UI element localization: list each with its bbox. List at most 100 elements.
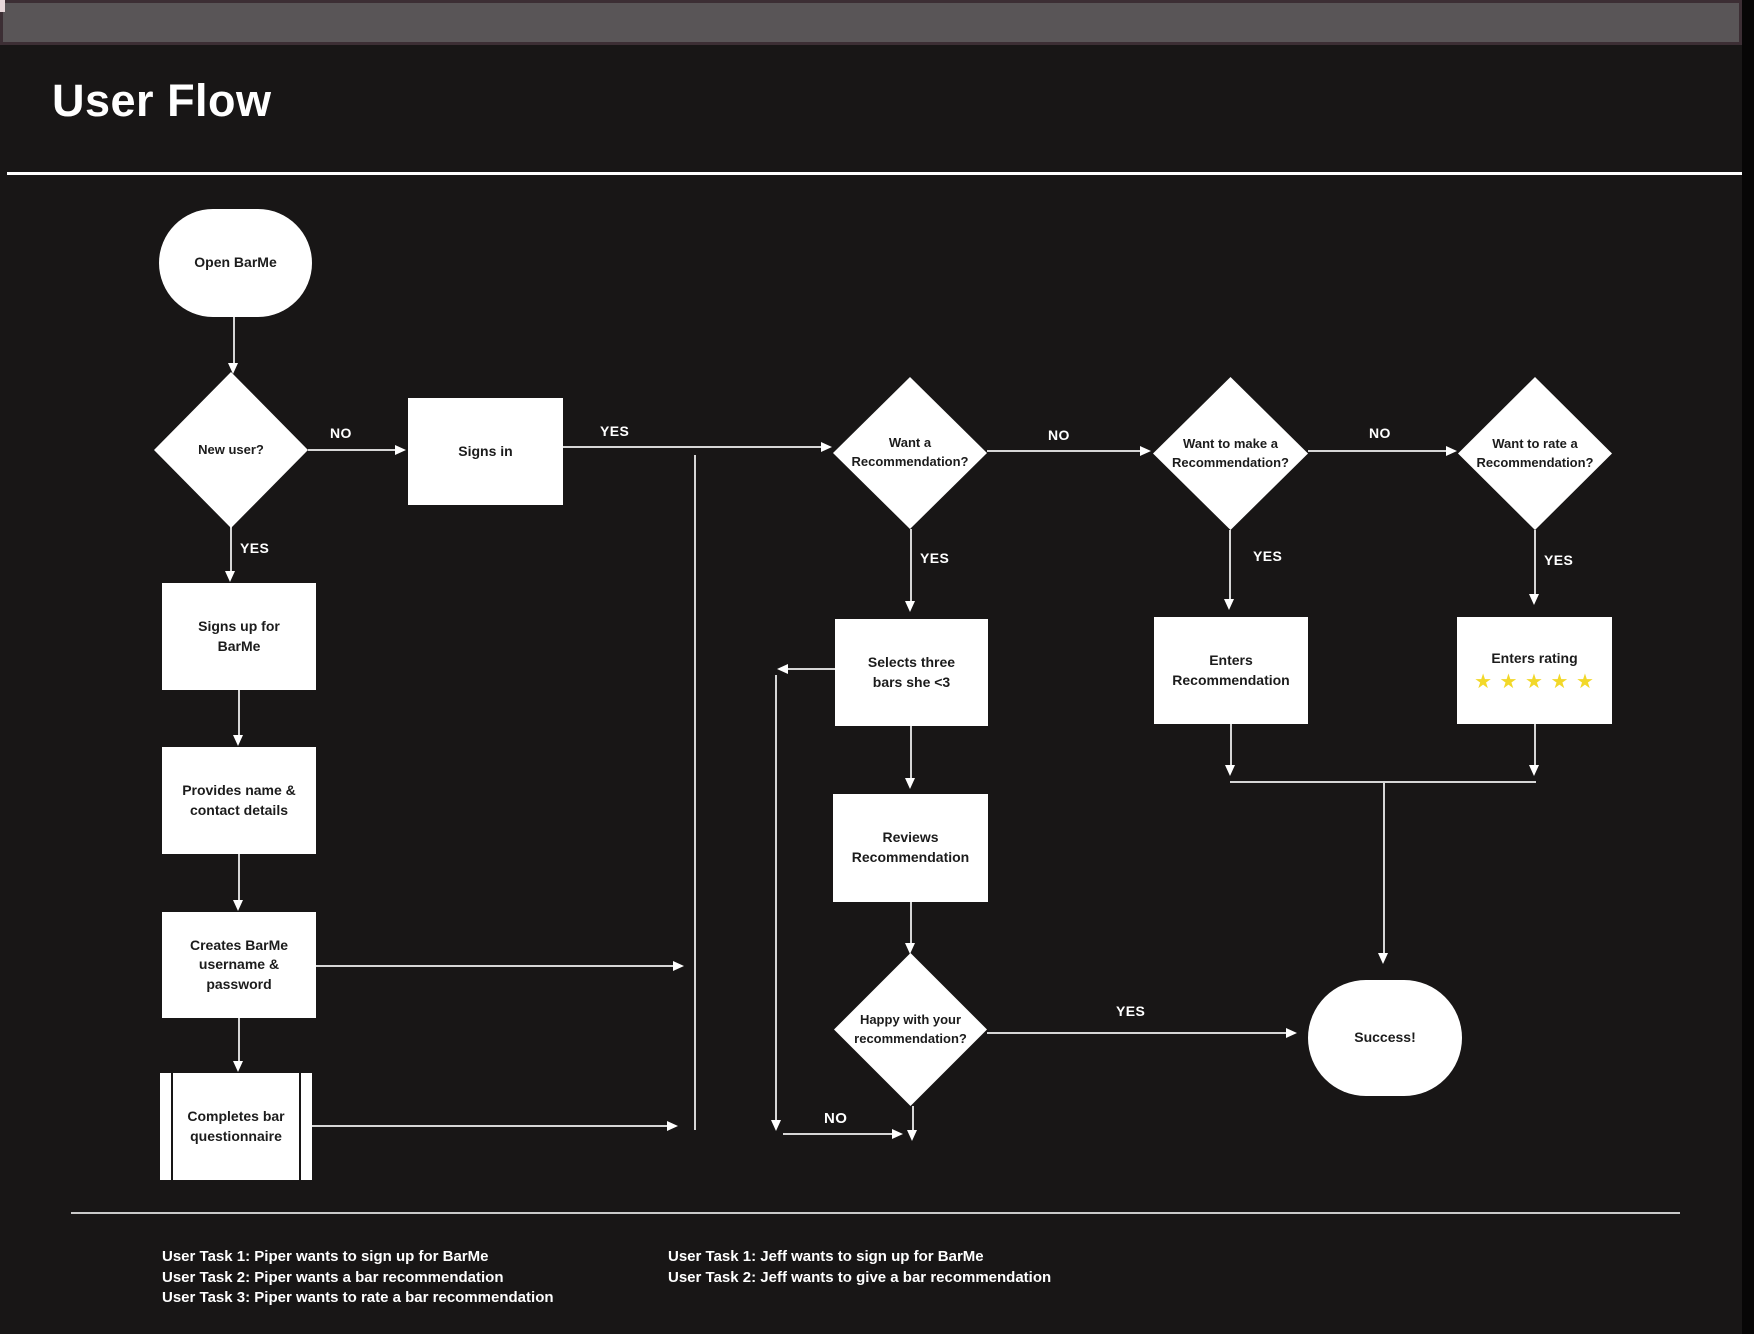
flow-connector	[783, 1133, 893, 1135]
node-completes-questionnaire: Completes bar questionnaire	[160, 1073, 312, 1180]
node-label: Selects three bars she <3	[867, 653, 956, 690]
footer-tasks-jeff: User Task 1: Jeff wants to sign up for B…	[668, 1247, 1051, 1288]
node-selects-bars: Selects three bars she <3	[835, 619, 988, 726]
flow-connector	[987, 1032, 1287, 1034]
corner-sliver	[0, 0, 5, 12]
edge-label-yes: YES	[240, 540, 270, 556]
five-star-rating-icon: ★ ★ ★ ★ ★	[1474, 670, 1595, 693]
node-signs-up: Signs up for BarMe	[162, 583, 316, 690]
flow-connector	[1534, 530, 1536, 596]
window-title-bar-fill	[3, 3, 1739, 42]
arrow-head	[673, 961, 684, 971]
node-label: Happy with your recommendation?	[854, 1011, 967, 1046]
arrow-head	[233, 1061, 243, 1072]
flow-connector	[1383, 783, 1385, 955]
arrow-head	[771, 1120, 781, 1131]
arrow-head	[821, 442, 832, 452]
flow-connector	[694, 455, 696, 1130]
footer-tasks-piper: User Task 1: Piper wants to sign up for …	[162, 1247, 554, 1309]
arrow-head	[1378, 953, 1388, 964]
flow-connector	[788, 668, 835, 670]
node-label: Success!	[1354, 1029, 1416, 1046]
node-label: Completes bar questionnaire	[187, 1107, 285, 1144]
node-label: Want to make a Recommendation?	[1171, 435, 1289, 470]
flow-connector	[775, 675, 777, 1122]
node-label: Signs up for BarMe	[198, 617, 280, 654]
node-want-rate-recommendation-decision: Want to rate a Recommendation?	[1458, 377, 1612, 530]
flow-connector	[238, 690, 240, 737]
flow-connector	[1308, 450, 1447, 452]
flow-connector	[230, 527, 232, 573]
node-enters-recommendation: Enters Recommendation	[1154, 617, 1308, 724]
predefined-process-line	[171, 1073, 173, 1180]
arrow-head	[667, 1121, 678, 1131]
node-success: Success!	[1308, 980, 1462, 1096]
task-line: User Task 3: Piper wants to rate a bar r…	[162, 1289, 554, 1306]
edge-label-no: NO	[824, 1110, 848, 1127]
arrow-head	[777, 664, 788, 674]
node-label: Open BarMe	[194, 254, 277, 271]
node-reviews-recommendation: Reviews Recommendation	[833, 794, 988, 902]
node-label: Provides name & contact details	[182, 781, 296, 818]
flow-connector	[910, 529, 912, 603]
arrow-head	[1225, 765, 1235, 776]
node-label: Enters rating	[1491, 650, 1578, 667]
flow-connector	[1230, 724, 1232, 767]
footer-divider	[71, 1212, 1680, 1214]
edge-label-yes: YES	[1544, 552, 1574, 568]
flow-connector	[563, 446, 822, 448]
flow-connector	[316, 965, 674, 967]
arrow-head	[1224, 599, 1234, 610]
node-label: Reviews Recommendation	[851, 829, 970, 865]
task-line: User Task 2: Piper wants a bar recommend…	[162, 1268, 504, 1286]
flow-connector	[238, 854, 240, 902]
edge-label-yes: YES	[1253, 548, 1283, 564]
flow-connector	[238, 1018, 240, 1063]
arrow-head	[233, 900, 243, 911]
edge-label-no: NO	[1369, 425, 1391, 441]
node-creates-credentials: Creates BarMe username & password	[162, 912, 316, 1018]
node-want-recommendation-decision: Want a Recommendation?	[833, 377, 987, 529]
node-enters-rating: Enters rating ★ ★ ★ ★ ★	[1457, 617, 1612, 724]
edge-label-no: NO	[1048, 427, 1070, 443]
node-want-make-recommendation-decision: Want to make a Recommendation?	[1153, 377, 1308, 530]
flow-connector	[1230, 781, 1536, 783]
page-title: User Flow	[52, 75, 272, 126]
arrow-head	[905, 601, 915, 612]
arrow-head	[1446, 446, 1457, 456]
edge-label-yes: YES	[1116, 1003, 1146, 1019]
task-line: User Task 1: Jeff wants to sign up for B…	[668, 1248, 984, 1265]
title-divider	[7, 172, 1742, 175]
flow-connector	[912, 1106, 914, 1132]
task-line: User Task 2: Jeff wants to give a bar re…	[668, 1268, 1052, 1286]
arrow-head	[228, 363, 238, 374]
flow-connector	[910, 902, 912, 945]
flow-connector	[1229, 530, 1231, 601]
flow-connector	[312, 1125, 668, 1127]
flow-connector	[987, 450, 1141, 452]
arrow-head	[395, 445, 406, 455]
arrow-head	[892, 1129, 903, 1139]
node-open-barme: Open BarMe	[159, 209, 312, 317]
arrow-head	[225, 571, 235, 582]
flow-connector	[233, 317, 235, 365]
flow-connector	[308, 449, 396, 451]
arrow-head	[905, 943, 915, 954]
node-label: Creates BarMe username & password	[189, 936, 289, 992]
node-label: Want a Recommendation?	[851, 435, 969, 469]
node-label: Enters Recommendation	[1172, 651, 1290, 688]
node-label: Signs in	[458, 442, 513, 459]
arrow-head	[1529, 594, 1539, 605]
edge-label-yes: YES	[600, 423, 630, 439]
arrow-head	[907, 1130, 917, 1141]
right-edge-strip	[1742, 0, 1754, 1334]
task-line: User Task 1: Piper wants to sign up for …	[162, 1248, 489, 1265]
arrow-head	[905, 778, 915, 789]
arrow-head	[1140, 446, 1151, 456]
node-new-user-decision: New user?	[154, 372, 308, 528]
node-signs-in: Signs in	[408, 398, 563, 505]
flow-connector	[1534, 724, 1536, 767]
edge-label-no: NO	[330, 425, 352, 441]
flow-connector	[910, 726, 912, 780]
